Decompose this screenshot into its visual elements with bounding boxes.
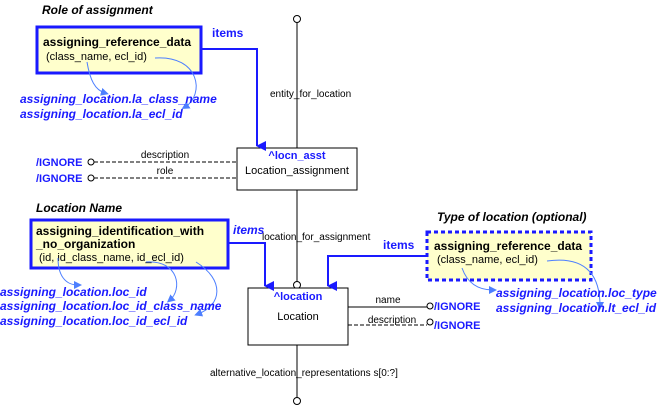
type-items-label: items bbox=[383, 238, 415, 252]
top-terminal-circle bbox=[293, 15, 301, 23]
alt-reps-label: alternative_location_representations s[0… bbox=[210, 368, 398, 379]
type-map-arrow-1 bbox=[461, 267, 497, 294]
type-items-arrow bbox=[327, 255, 427, 291]
loc-description-ignore: /IGNORE bbox=[434, 320, 480, 332]
asst-role-circle bbox=[87, 174, 95, 182]
name-mapping-3: assigning_location.loc_id_ecl_id bbox=[0, 314, 188, 328]
loc-name-label: name bbox=[375, 295, 400, 306]
name-section-header: Location Name bbox=[36, 201, 122, 215]
name-map-arrow-3 bbox=[194, 261, 218, 317]
role-box-params: (class_name, ecl_id) bbox=[46, 51, 147, 63]
name-identification-box[interactable]: assigning_identification_with _no_organi… bbox=[29, 218, 230, 270]
role-items-label: items bbox=[212, 26, 244, 40]
role-mapping-2: assigning_location.la_ecl_id bbox=[20, 107, 183, 121]
name-mapping-2: assigning_location.loc_id_class_name bbox=[0, 299, 222, 313]
asst-role-label: role bbox=[157, 166, 174, 177]
location-assignment-short-name: ^locn_asst bbox=[268, 150, 326, 162]
loc-name-circle bbox=[426, 302, 434, 310]
role-mapping-1: assigning_location.la_class_name bbox=[20, 92, 217, 106]
type-section-header: Type of location (optional) bbox=[437, 210, 587, 224]
location-entity[interactable]: ^location Location bbox=[247, 287, 349, 346]
name-box-title-line2: _no_organization bbox=[35, 237, 135, 251]
type-mapping-2: assigning_location.lt_ecl_id bbox=[496, 301, 657, 315]
role-map-arrow-2 bbox=[154, 57, 197, 110]
loc-name-ignore: /IGNORE bbox=[434, 301, 480, 313]
asst-description-label: description bbox=[141, 150, 189, 161]
role-reference-data-box[interactable]: assigning_reference_data (class_name, ec… bbox=[35, 25, 203, 75]
name-items-label: items bbox=[233, 223, 265, 237]
name-items-arrow bbox=[228, 242, 274, 291]
location-assignment-entity[interactable]: ^locn_asst Location_assignment bbox=[236, 147, 358, 191]
asst-description-ignore: /IGNORE bbox=[36, 157, 82, 169]
location-for-assignment-label: location_for_assignment bbox=[262, 232, 371, 243]
type-mapping-1: assigning_location.loc_type bbox=[496, 286, 657, 300]
type-box-params: (class_name, ecl_id) bbox=[437, 254, 538, 266]
location-for-assignment-circle bbox=[293, 281, 301, 289]
name-map-arrow-1 bbox=[57, 257, 82, 289]
name-box-title-line1: assigning_identification_with bbox=[36, 224, 204, 238]
name-box-params: (id, id_class_name, id_ecl_id) bbox=[39, 252, 184, 264]
loc-description-label: description bbox=[368, 315, 416, 326]
type-reference-data-box[interactable]: assigning_reference_data (class_name, ec… bbox=[425, 230, 593, 282]
role-section-header: Role of assignment bbox=[42, 3, 154, 17]
asst-role-ignore: /IGNORE bbox=[36, 173, 82, 185]
location-name: Location bbox=[277, 311, 319, 323]
role-map-arrow-1 bbox=[86, 61, 109, 96]
location-assignment-name: Location_assignment bbox=[245, 165, 349, 177]
bottom-terminal-circle bbox=[293, 397, 301, 405]
role-items-arrow bbox=[201, 48, 266, 151]
loc-description-circle bbox=[426, 318, 434, 326]
asst-description-circle bbox=[87, 158, 95, 166]
type-box-title: assigning_reference_data bbox=[434, 239, 582, 253]
location-short-name: ^location bbox=[274, 291, 323, 303]
name-mapping-1: assigning_location.loc_id bbox=[0, 285, 147, 299]
type-map-arrow-2 bbox=[546, 259, 604, 310]
entity-for-location-label: entity_for_location bbox=[270, 89, 351, 100]
role-box-title: assigning_reference_data bbox=[43, 35, 191, 49]
name-map-arrow-2 bbox=[145, 261, 178, 303]
